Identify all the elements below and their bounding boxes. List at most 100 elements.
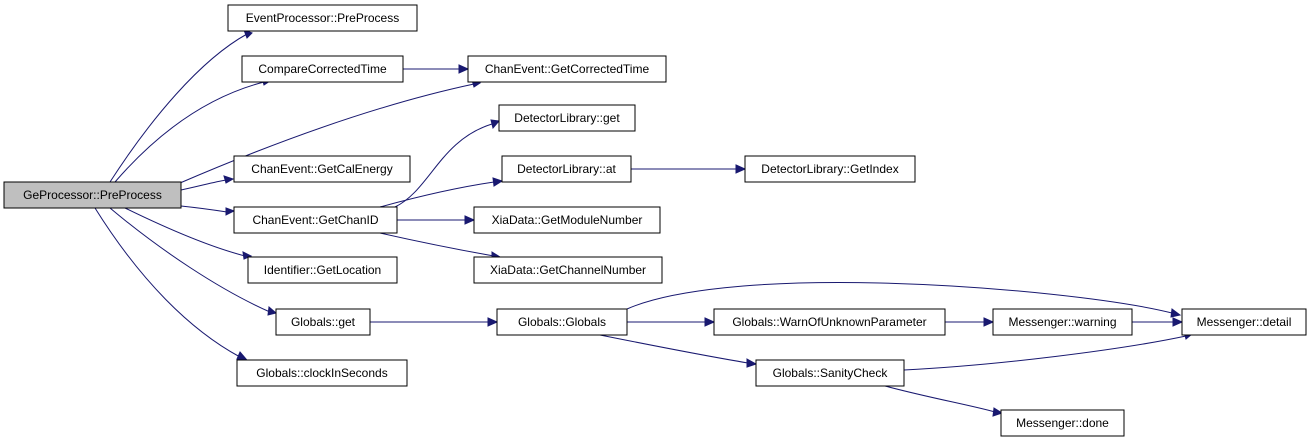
edge-root-to-globals-get xyxy=(109,207,278,316)
node-label: GeProcessor::PreProcess xyxy=(23,188,162,202)
node-msg-warning[interactable]: Messenger::warning xyxy=(992,308,1133,336)
edge-line xyxy=(599,334,749,364)
edge-line xyxy=(180,205,228,213)
node-label: XiaData::GetModuleNumber xyxy=(492,213,643,227)
node-box xyxy=(227,4,418,32)
edge-arrowhead xyxy=(267,306,278,316)
edge-detlib-at-to-detlib-get-index xyxy=(630,164,747,174)
node-box xyxy=(755,359,905,387)
node-compare-time[interactable]: CompareCorrectedTime xyxy=(241,55,404,83)
node-box xyxy=(233,206,398,234)
edge-msg-warning-to-msg-detail xyxy=(1132,317,1184,327)
node-label: DetectorLibrary::at xyxy=(517,162,616,176)
node-get-chan-id[interactable]: ChanEvent::GetChanID xyxy=(233,206,398,234)
node-msg-detail[interactable]: Messenger::detail xyxy=(1181,308,1307,336)
node-detlib-get-index[interactable]: DetectorLibrary::GetIndex xyxy=(744,155,916,183)
node-label: DetectorLibrary::GetIndex xyxy=(761,162,898,176)
node-clock-in-seconds[interactable]: Globals::clockInSeconds xyxy=(236,359,408,387)
node-box xyxy=(233,155,411,183)
edge-arrowhead xyxy=(704,317,716,327)
node-xia-module[interactable]: XiaData::GetModuleNumber xyxy=(473,206,661,234)
node-get-corrected-time[interactable]: ChanEvent::GetCorrectedTime xyxy=(467,55,667,83)
edge-globals-get-to-globals-ctor xyxy=(370,317,499,327)
edge-root-to-get-chan-id xyxy=(180,205,236,216)
edge-line xyxy=(114,81,265,183)
node-box xyxy=(467,55,667,83)
node-box xyxy=(744,155,916,183)
node-box xyxy=(236,359,408,387)
edge-root-to-get-cal-energy xyxy=(180,175,235,191)
node-label: Globals::WarnOfUnknownParameter xyxy=(732,315,926,329)
call-graph-edges xyxy=(94,29,1194,417)
edge-arrowhead xyxy=(236,351,248,360)
node-box xyxy=(501,155,632,183)
edge-line xyxy=(109,207,271,313)
edge-arrowhead xyxy=(225,207,236,216)
edge-root-to-clock-in-seconds xyxy=(94,207,248,360)
edge-get-chan-id-to-detlib-at xyxy=(379,177,504,208)
node-id-get-location[interactable]: Identifier::GetLocation xyxy=(247,256,398,284)
node-box xyxy=(992,308,1133,336)
edge-arrowhead xyxy=(983,317,995,327)
node-detlib-get[interactable]: DetectorLibrary::get xyxy=(498,104,636,132)
node-box xyxy=(1000,409,1125,437)
node-label: ChanEvent::GetCalEnergy xyxy=(251,162,392,176)
node-msg-done[interactable]: Messenger::done xyxy=(1000,409,1125,437)
node-label: Globals::SanityCheck xyxy=(773,366,889,380)
node-get-cal-energy[interactable]: ChanEvent::GetCalEnergy xyxy=(233,155,411,183)
edge-compare-time-to-get-corrected-time xyxy=(403,64,470,74)
edge-line xyxy=(180,179,227,191)
edge-globals-ctor-to-sanity-check xyxy=(599,334,758,368)
edge-arrowhead xyxy=(464,215,476,225)
node-label: ChanEvent::GetCorrectedTime xyxy=(485,62,650,76)
node-xia-channel[interactable]: XiaData::GetChannelNumber xyxy=(473,256,663,284)
edge-sanity-check-to-msg-detail xyxy=(903,331,1194,371)
edge-arrowhead xyxy=(223,175,235,184)
edge-arrowhead xyxy=(492,177,504,187)
edge-arrowhead xyxy=(735,164,747,174)
node-label: Globals::clockInSeconds xyxy=(256,366,387,380)
edge-arrowhead xyxy=(487,317,499,327)
node-detlib-at[interactable]: DetectorLibrary::at xyxy=(501,155,632,183)
node-label: EventProcessor::PreProcess xyxy=(246,11,399,25)
node-globals-get[interactable]: Globals::get xyxy=(275,308,371,336)
node-box xyxy=(713,308,946,336)
node-box xyxy=(275,308,371,336)
node-box xyxy=(496,308,628,336)
edge-get-chan-id-to-xia-channel xyxy=(379,232,502,261)
edge-get-chan-id-to-detlib-get xyxy=(394,119,500,208)
edge-arrowhead xyxy=(1172,317,1184,327)
edge-root-to-ep-preprocess xyxy=(109,29,253,183)
node-box xyxy=(473,256,663,284)
edge-arrowhead xyxy=(992,407,1004,417)
edge-arrowhead xyxy=(458,64,470,74)
edge-line xyxy=(179,83,475,184)
node-label: Messenger::done xyxy=(1016,416,1109,430)
node-label: Identifier::GetLocation xyxy=(264,263,381,277)
node-label: ChanEvent::GetChanID xyxy=(252,213,378,227)
node-box xyxy=(247,256,398,284)
edge-arrowhead xyxy=(490,119,500,130)
edge-get-chan-id-to-xia-module xyxy=(397,215,476,225)
node-globals-ctor[interactable]: Globals::Globals xyxy=(496,308,628,336)
edge-line xyxy=(94,207,241,358)
call-graph-nodes: GeProcessor::PreProcess EventProcessor::P… xyxy=(3,4,1307,437)
node-root[interactable]: GeProcessor::PreProcess xyxy=(3,181,182,209)
node-box xyxy=(498,104,636,132)
edge-line xyxy=(884,385,996,413)
node-warn-unknown[interactable]: Globals::WarnOfUnknownParameter xyxy=(713,308,946,336)
edge-warn-unknown-to-msg-warning xyxy=(945,317,995,327)
node-label: Messenger::detail xyxy=(1197,315,1292,329)
edge-arrowhead xyxy=(1170,308,1182,318)
node-label: Globals::Globals xyxy=(518,315,606,329)
node-label: Messenger::warning xyxy=(1008,315,1116,329)
node-label: DetectorLibrary::get xyxy=(514,111,620,125)
node-sanity-check[interactable]: Globals::SanityCheck xyxy=(755,359,905,387)
node-box xyxy=(3,181,182,209)
edge-line xyxy=(903,335,1187,371)
node-ep-preprocess[interactable]: EventProcessor::PreProcess xyxy=(227,4,418,32)
edge-line xyxy=(124,207,246,257)
edge-globals-ctor-to-msg-detail xyxy=(626,281,1182,318)
node-label: XiaData::GetChannelNumber xyxy=(490,263,646,277)
